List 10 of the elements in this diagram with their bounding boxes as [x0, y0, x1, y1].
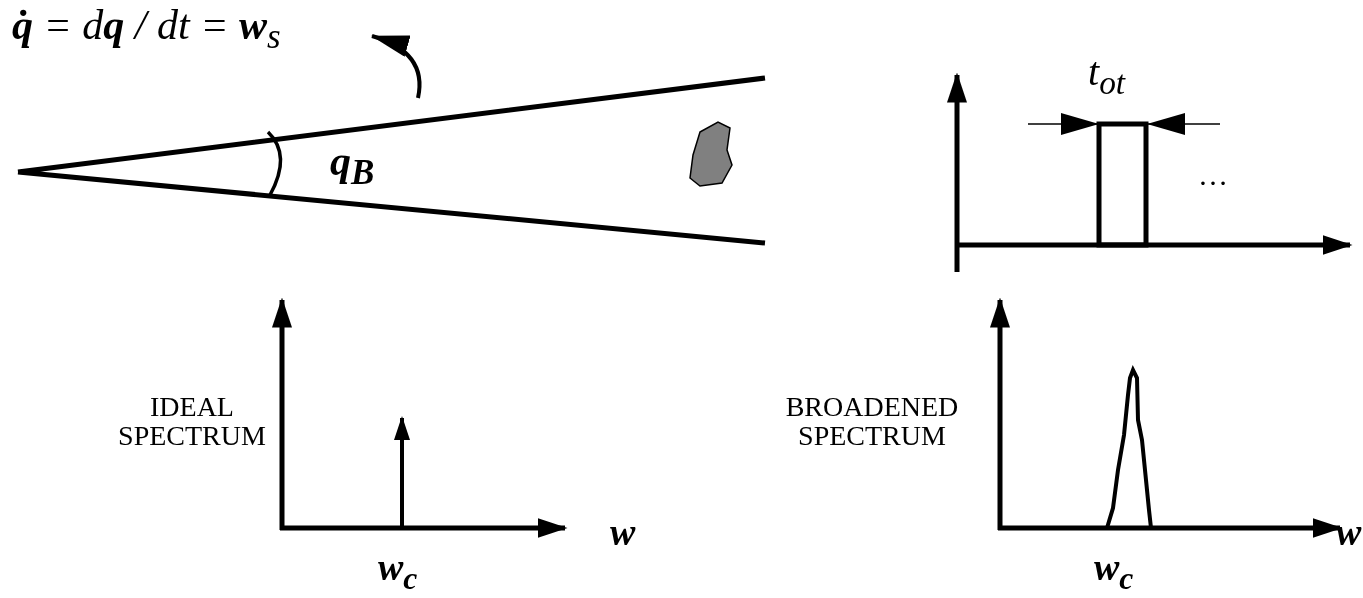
formula: q̇ = dq / dt = w$_{s}$: [12, 4, 281, 55]
angle-label: q$_{B}$: [330, 140, 375, 191]
ellipsis: …: [1198, 160, 1228, 190]
spectrum-label: BROADENED SPECTRUM: [784, 392, 960, 451]
spectrum-label: IDEAL SPECTRUM: [117, 392, 267, 451]
pulse-width-label: t$_{ot}$: [1088, 52, 1126, 100]
axis-tick-label: w$_{c}$: [1094, 548, 1134, 595]
axis-tick-label: w$_{c}$: [378, 548, 418, 595]
axis-label: w: [1336, 513, 1362, 551]
axis-label: w: [610, 513, 636, 551]
